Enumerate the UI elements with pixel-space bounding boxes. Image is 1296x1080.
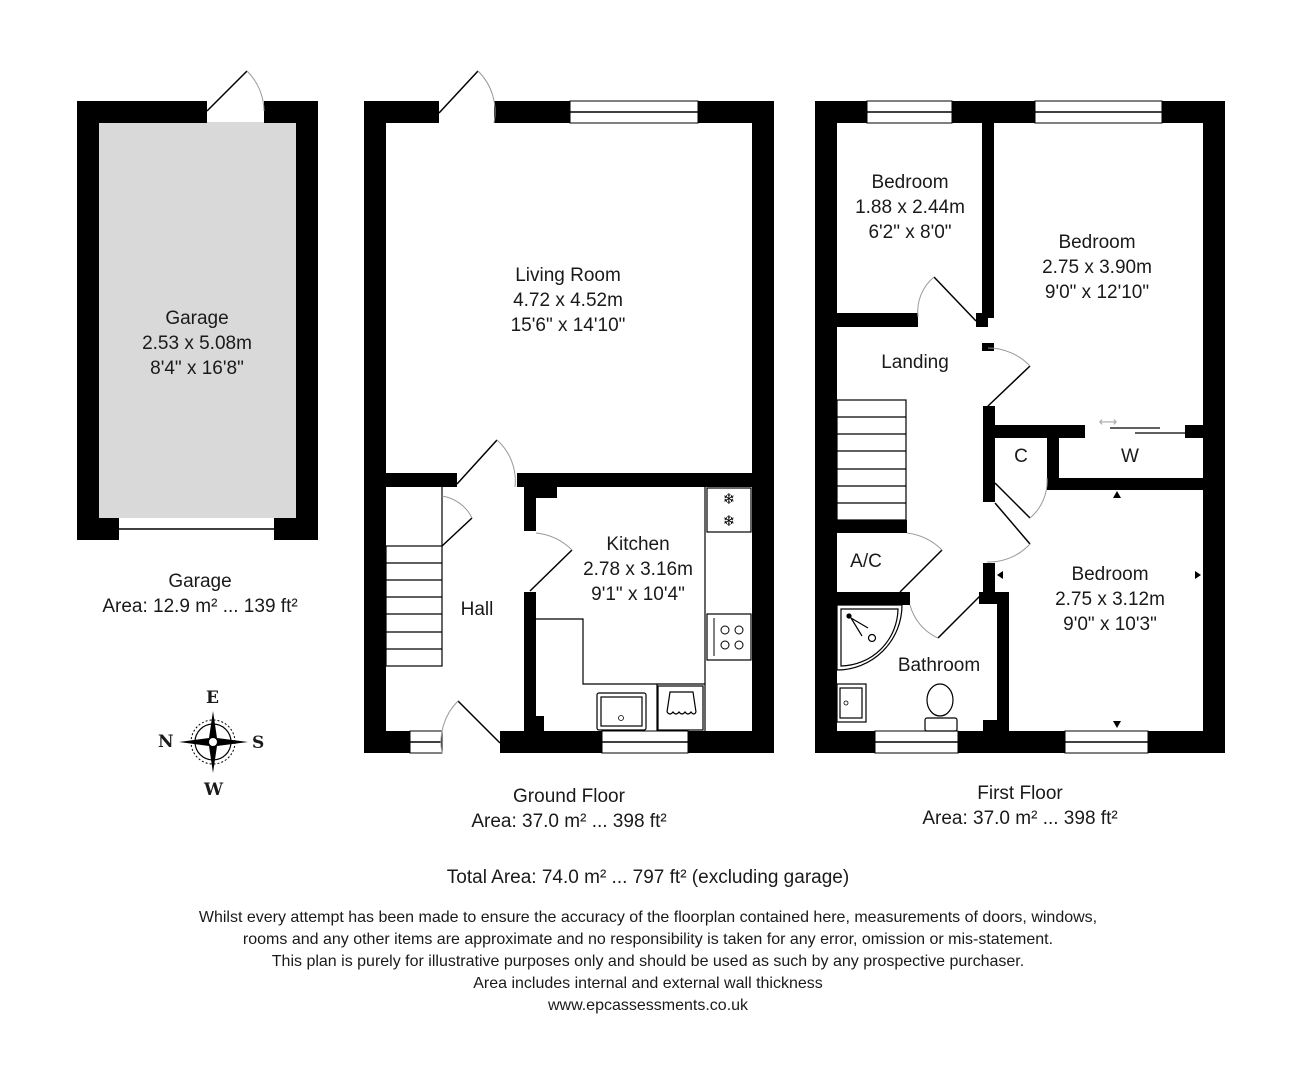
room-imperial: 8'4" x 16'8" bbox=[150, 358, 244, 379]
hall-living-door-icon bbox=[456, 439, 516, 488]
svg-text:❄: ❄ bbox=[723, 513, 736, 530]
disclaimer-line: This plan is purely for illustrative pur… bbox=[271, 953, 1025, 970]
small-bedroom-door-icon bbox=[917, 276, 977, 322]
room-name: Garage bbox=[165, 308, 229, 329]
bedroom-large-window-icon bbox=[1034, 100, 1163, 124]
svg-text:❄: ❄ bbox=[723, 491, 736, 508]
toilet-icon bbox=[924, 683, 958, 732]
garage-plan bbox=[77, 70, 318, 540]
front-door-icon bbox=[440, 700, 501, 754]
room-imperial: 9'0" x 12'10" bbox=[1044, 282, 1150, 303]
garage-caption: Garage Area: 12.9 m² ... 139 ft² bbox=[50, 569, 350, 619]
compass-south-label: S bbox=[252, 733, 265, 753]
caption-area: Area: 37.0 m² ... 398 ft² bbox=[922, 808, 1118, 829]
room-name: Bedroom bbox=[871, 172, 949, 193]
room-label-wardrobe: W bbox=[1121, 446, 1139, 467]
ground-floor-caption: Ground Floor Area: 37.0 m² ... 398 ft² bbox=[419, 784, 719, 834]
compass-north-label: N bbox=[158, 732, 174, 752]
room-metric: 2.75 x 3.90m bbox=[1042, 257, 1152, 278]
kitchen-door-icon bbox=[529, 532, 573, 592]
svg-text:⟷: ⟷ bbox=[1099, 414, 1118, 429]
cupboard-door-icon bbox=[441, 495, 473, 547]
room-imperial: 9'0" x 10'3" bbox=[1063, 614, 1157, 635]
room-imperial: 6'2" x 8'0" bbox=[868, 222, 952, 243]
room-label-hall: Hall bbox=[460, 599, 494, 620]
room-metric: 4.72 x 4.52m bbox=[513, 290, 623, 311]
room-name: Bedroom bbox=[1071, 564, 1149, 585]
living-room-door-icon bbox=[438, 70, 496, 124]
disclaimer-line: Area includes internal and external wall… bbox=[473, 975, 823, 992]
caption-area: Area: 37.0 m² ... 398 ft² bbox=[471, 811, 667, 832]
airing-cupboard-door-icon bbox=[899, 532, 943, 593]
bathroom-window-icon bbox=[874, 730, 959, 754]
compass-west-label: W bbox=[204, 780, 224, 800]
ground-stairs-icon bbox=[385, 545, 443, 667]
room-metric: 2.53 x 5.08m bbox=[142, 333, 252, 354]
sink-icon bbox=[596, 692, 647, 731]
room-name: Bedroom bbox=[1058, 232, 1136, 253]
room-label-bathroom: Bathroom bbox=[897, 655, 981, 676]
rear-bedroom-door-icon bbox=[986, 502, 1031, 563]
dimension-arrows-icon bbox=[997, 491, 1201, 728]
room-metric: 2.78 x 3.16m bbox=[583, 559, 693, 580]
compass-east-label: E bbox=[206, 688, 219, 708]
kitchen-window-icon bbox=[601, 730, 689, 754]
hall-window-icon bbox=[409, 730, 443, 754]
caption-title: Ground Floor bbox=[513, 786, 625, 807]
room-label-cupboard: C bbox=[1014, 446, 1028, 467]
sliding-wardrobe-door-icon: ⟷ bbox=[1099, 414, 1185, 434]
cupboard-door-icon bbox=[994, 477, 1048, 519]
caption-area: Area: 12.9 m² ... 139 ft² bbox=[102, 596, 298, 617]
caption-title: First Floor bbox=[977, 783, 1063, 804]
total-area: Total Area: 74.0 m² ... 797 ft² (excludi… bbox=[446, 867, 850, 888]
garage-door-icon bbox=[206, 70, 265, 112]
room-label-airing-cupboard: A/C bbox=[850, 551, 882, 572]
disclaimer-line: Whilst every attempt has been made to en… bbox=[198, 909, 1098, 926]
disclaimer-line: rooms and any other items are approximat… bbox=[242, 931, 1054, 948]
bathroom-door-icon bbox=[909, 595, 981, 639]
room-label-bedroom-rear: Bedroom 2.75 x 3.12m 9'0" x 10'3" bbox=[1030, 562, 1190, 637]
ground-floor-plan: ❄ ❄ bbox=[364, 70, 774, 754]
hob-icon bbox=[706, 613, 752, 661]
large-bedroom-door-icon bbox=[987, 347, 1031, 407]
room-label-living-room: Living Room 4.72 x 4.52m 15'6" x 14'10" bbox=[468, 263, 668, 338]
compass-rose-icon bbox=[179, 711, 248, 773]
first-stairs-icon bbox=[836, 399, 907, 521]
room-metric: 2.75 x 3.12m bbox=[1055, 589, 1165, 610]
room-imperial: 15'6" x 14'10" bbox=[510, 315, 626, 336]
kitchen-worktop bbox=[536, 487, 706, 731]
room-label-bedroom-large: Bedroom 2.75 x 3.90m 9'0" x 12'10" bbox=[1017, 230, 1177, 305]
room-name: Living Room bbox=[515, 265, 621, 286]
caption-title: Garage bbox=[168, 571, 232, 592]
room-label-garage: Garage 2.53 x 5.08m 8'4" x 16'8" bbox=[97, 306, 297, 381]
room-name: Kitchen bbox=[606, 534, 670, 555]
room-label-kitchen: Kitchen 2.78 x 3.16m 9'1" x 10'4" bbox=[558, 532, 718, 607]
first-floor-plan: ⟷ bbox=[815, 100, 1225, 754]
washing-machine-icon bbox=[657, 685, 704, 731]
shower-icon bbox=[836, 604, 903, 671]
website-link[interactable]: www.epcassessments.co.uk bbox=[547, 997, 749, 1014]
room-label-bedroom-small: Bedroom 1.88 x 2.44m 6'2" x 8'0" bbox=[830, 170, 990, 245]
bedroom-rear-window-icon bbox=[1064, 730, 1149, 754]
living-room-window-icon bbox=[569, 100, 699, 124]
bedroom-small-window-icon bbox=[866, 100, 953, 124]
first-floor-caption: First Floor Area: 37.0 m² ... 398 ft² bbox=[870, 781, 1170, 831]
wash-basin-icon bbox=[836, 683, 867, 723]
room-label-landing: Landing bbox=[881, 352, 949, 373]
room-imperial: 9'1" x 10'4" bbox=[591, 584, 685, 605]
fridge-freezer-icon: ❄ ❄ bbox=[706, 487, 752, 533]
room-metric: 1.88 x 2.44m bbox=[855, 197, 965, 218]
disclaimer: Whilst every attempt has been made to en… bbox=[0, 907, 1296, 1017]
